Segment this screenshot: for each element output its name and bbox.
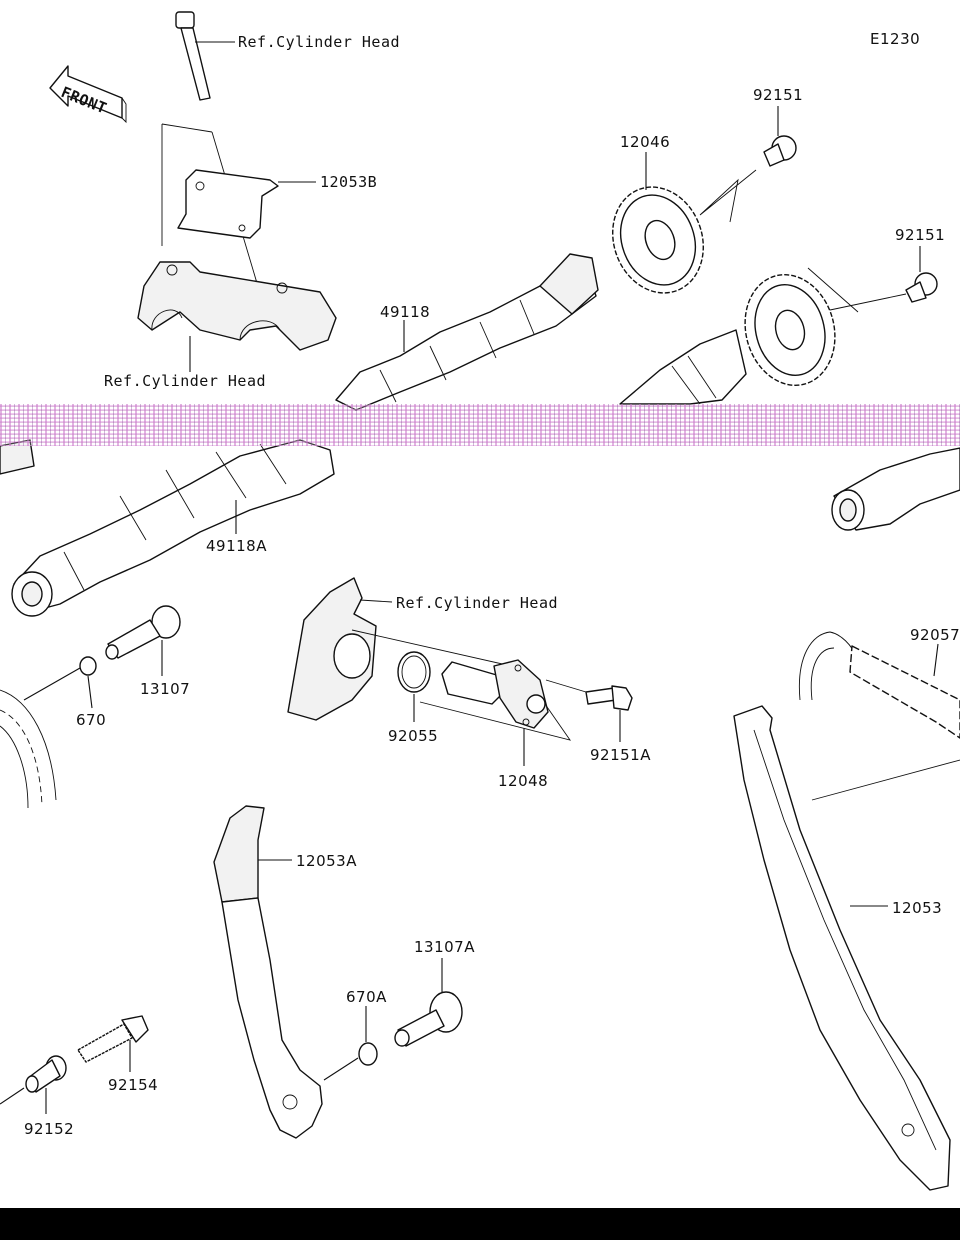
- label-92151-top: 92151: [753, 86, 803, 104]
- sprocket-bolt-92151-right: [807, 246, 938, 313]
- cylinder-head-bolt: [175, 11, 235, 101]
- bolt-92154: [77, 1015, 149, 1072]
- label-12053B: 12053B: [320, 173, 377, 191]
- label-12053: 12053: [892, 899, 942, 917]
- label-92055: 92055: [388, 727, 438, 745]
- chain-guide-12053: [733, 705, 951, 1191]
- label-49118: 49118: [380, 303, 430, 321]
- camshaft-cap: [137, 261, 337, 372]
- sprocket-bolt-92151-top: [763, 106, 797, 167]
- diagram-code: E1230: [870, 30, 920, 48]
- front-arrow-icon: FRONT: [49, 65, 127, 124]
- camshaft-49118: [335, 253, 599, 411]
- ref-cylinder-head-tensioner: Ref.Cylinder Head: [396, 594, 558, 612]
- tensioner-housing: [287, 577, 572, 741]
- camshaft-49118A: [0, 439, 335, 617]
- label-12053A: 12053A: [296, 852, 357, 870]
- guide-pivot-bolt-13107A: [394, 958, 463, 1047]
- tensioner-bolt-92151A: [545, 679, 633, 742]
- chain-tensioner-12048: [441, 659, 549, 766]
- cam-chain-92057: [798, 631, 960, 801]
- label-12046: 12046: [620, 133, 670, 151]
- bottom-black-bar: [0, 1208, 960, 1240]
- label-92154: 92154: [108, 1076, 158, 1094]
- collar-92152: [0, 1055, 67, 1114]
- label-13107A: 13107A: [414, 938, 475, 956]
- label-13107: 13107: [140, 680, 190, 698]
- camshaft-right-lower: [831, 447, 960, 531]
- label-670: 670: [76, 711, 106, 729]
- camshaft-sprocket-second: [744, 274, 836, 386]
- label-12048: 12048: [498, 772, 548, 790]
- o-ring-670A: [323, 1006, 378, 1081]
- label-92057: 92057: [910, 626, 960, 644]
- camshaft-sprocket-12046: [612, 152, 757, 294]
- ref-cylinder-head-top: Ref.Cylinder Head: [238, 33, 400, 51]
- label-92152: 92152: [24, 1120, 74, 1138]
- camshaft-right-upper: [619, 329, 747, 405]
- ref-cylinder-head-cap: Ref.Cylinder Head: [104, 372, 266, 390]
- chain-guide-12053A: [213, 805, 323, 1139]
- o-ring-670: [23, 656, 97, 709]
- label-670A: 670A: [346, 988, 387, 1006]
- scan-noise-band: [0, 404, 960, 446]
- guide-pivot-bolt-13107: [105, 605, 181, 676]
- crank-sprocket-partial: [0, 689, 57, 809]
- label-92151-right: 92151: [895, 226, 945, 244]
- label-92151A: 92151A: [590, 746, 651, 764]
- gasket-92055: [397, 651, 431, 722]
- label-49118A: 49118A: [206, 537, 267, 555]
- chain-guide-bracket-12053B: [177, 169, 316, 239]
